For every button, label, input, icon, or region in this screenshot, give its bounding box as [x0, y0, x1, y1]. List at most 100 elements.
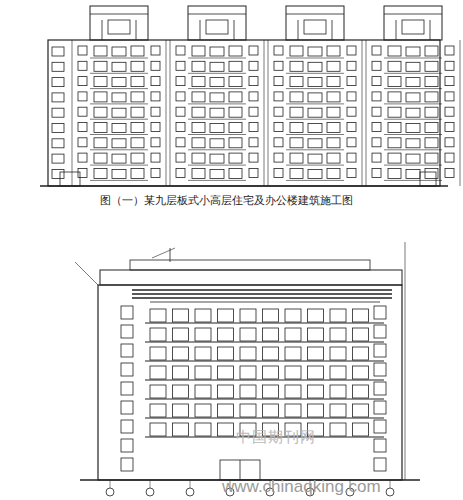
outline: [218, 404, 234, 417]
outline: [372, 46, 381, 55]
outline: [274, 138, 283, 147]
outline: [210, 47, 224, 56]
outline: [192, 107, 205, 117]
outline: [420, 172, 436, 186]
outline: [347, 123, 356, 132]
stroke: [90, 88, 148, 89]
stroke: [40, 185, 448, 187]
outline: [406, 169, 420, 178]
outline: [176, 107, 185, 116]
stroke: [166, 40, 167, 186]
outline: [402, 20, 424, 34]
outline: [121, 344, 133, 357]
outline: [347, 168, 356, 177]
outline: [249, 123, 258, 132]
outline: [240, 385, 256, 398]
outline: [445, 46, 454, 55]
outline: [353, 309, 369, 322]
stroke: [132, 297, 392, 298]
outline: [151, 46, 160, 55]
outline: [150, 309, 166, 322]
outline: [372, 138, 381, 147]
outline: [150, 347, 166, 360]
outline: [240, 366, 256, 379]
stroke: [286, 88, 344, 89]
stroke: [286, 149, 344, 150]
outline: [327, 168, 340, 178]
stroke: [90, 149, 148, 150]
stroke: [188, 134, 246, 135]
outline: [327, 138, 340, 148]
outline: [388, 168, 401, 178]
outline: [210, 62, 224, 71]
outline: [150, 404, 166, 417]
outline: [210, 169, 224, 178]
outline: [218, 309, 234, 322]
outline: [173, 328, 189, 341]
stroke: [90, 73, 148, 74]
outline: [131, 92, 144, 102]
outline: [150, 385, 166, 398]
outline: [274, 61, 283, 70]
outline: [249, 138, 258, 147]
outline: [285, 347, 301, 360]
stroke: [188, 88, 246, 89]
stroke: [286, 134, 344, 135]
outline: [249, 46, 258, 55]
stroke: [362, 40, 363, 186]
watermark: www.chinaqking.com: [222, 477, 381, 497]
outline: [308, 139, 322, 148]
outline: [78, 123, 87, 132]
stroke: [150, 480, 151, 488]
outline: [131, 61, 144, 71]
outline: [131, 153, 144, 163]
outline: [249, 107, 258, 116]
outline: [372, 168, 381, 177]
outline: [176, 123, 185, 132]
outline: [151, 77, 160, 86]
outline: [425, 61, 438, 71]
outline: [112, 124, 126, 133]
outline: [406, 108, 420, 117]
stroke: [145, 380, 384, 381]
stroke: [150, 302, 380, 303]
outline: [52, 124, 64, 133]
outline: [52, 78, 64, 87]
outline: [78, 107, 87, 116]
outline: [218, 423, 234, 436]
stroke: [286, 165, 344, 166]
outline: [308, 404, 324, 417]
outline: [263, 309, 279, 322]
outline: [347, 61, 356, 70]
stroke: [390, 480, 391, 488]
outline: [131, 77, 144, 87]
outline: [188, 6, 246, 40]
outline: [353, 347, 369, 360]
outline: [121, 401, 133, 414]
stroke: [405, 242, 406, 480]
outline: [195, 423, 211, 436]
outline: [90, 6, 148, 40]
watermark: 中国期刊网: [236, 428, 316, 447]
outline: [210, 78, 224, 87]
outline: [308, 309, 324, 322]
outline: [290, 123, 303, 133]
stroke: [286, 14, 344, 15]
outline: [372, 107, 381, 116]
outline: [425, 46, 438, 56]
outline: [274, 168, 283, 177]
stroke: [460, 40, 461, 186]
stroke: [188, 149, 246, 150]
outline: [445, 153, 454, 162]
outline: [249, 153, 258, 162]
stroke: [384, 165, 442, 166]
outline: [263, 328, 279, 341]
outline: [94, 61, 107, 71]
outline: [274, 107, 283, 116]
outline: [151, 107, 160, 116]
outline: [121, 363, 133, 376]
outline: [112, 78, 126, 87]
outline: [445, 61, 454, 70]
outline: [330, 309, 346, 322]
